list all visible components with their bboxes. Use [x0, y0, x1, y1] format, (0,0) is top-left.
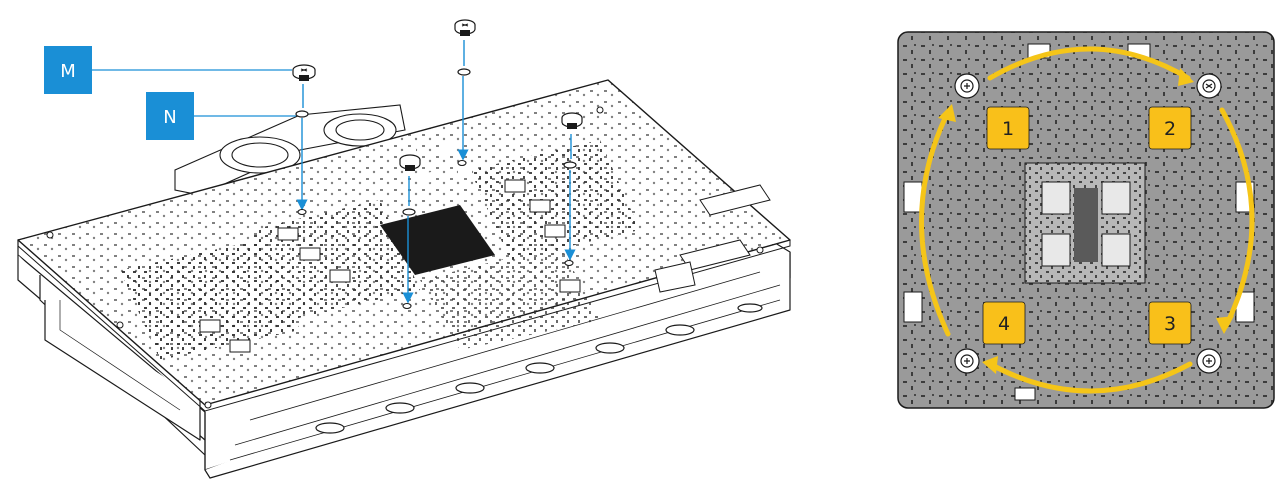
washer-icon — [563, 161, 577, 169]
gpu-assembly-illustration: M N — [17, 19, 791, 479]
step-3: 3 — [1148, 301, 1192, 345]
callout-m-label: M — [60, 61, 76, 82]
callout-n-box — [146, 92, 194, 140]
pcb-board — [17, 79, 791, 412]
mounting-hole-icon — [1196, 348, 1222, 374]
mounting-hole-icon — [402, 302, 412, 310]
washer-icon — [457, 68, 471, 76]
rear-structure — [174, 104, 406, 196]
screw-m — [292, 64, 316, 216]
washer-icon — [295, 110, 309, 118]
step-1: 1 — [986, 106, 1030, 150]
callout-m: M — [44, 46, 292, 94]
screw-right — [561, 112, 583, 267]
mounting-hole-icon — [954, 73, 980, 99]
screw-icon — [454, 19, 476, 36]
callout-n: N — [146, 92, 296, 140]
screw-center — [399, 154, 421, 310]
mounting-hole-icon — [297, 208, 307, 216]
screw-top — [454, 19, 476, 167]
screw-icon — [399, 154, 421, 171]
step-4: 4 — [982, 301, 1026, 345]
mounting-hole-icon — [564, 259, 574, 267]
callout-m-box — [44, 46, 92, 94]
mounting-hole-icon — [1196, 73, 1222, 99]
callout-n-label: N — [163, 107, 176, 128]
screw-icon — [561, 112, 583, 129]
tightening-sequence-diagram: 1 2 3 4 — [897, 31, 1275, 409]
step-2: 2 — [1148, 106, 1192, 150]
step-2-label: 2 — [1164, 118, 1176, 140]
mounting-holes-topview — [954, 73, 1222, 374]
step-1-label: 1 — [1002, 118, 1014, 140]
gpu-die-topview — [1024, 162, 1146, 284]
step-3-label: 3 — [1164, 313, 1176, 335]
curved-arrow-icon — [919, 46, 1255, 394]
mounting-hole-icon — [954, 348, 980, 374]
washer-icon — [402, 208, 416, 216]
screw-icon — [292, 64, 316, 81]
arrowheads — [938, 68, 1234, 374]
step-4-label: 4 — [998, 313, 1010, 335]
mounting-hole-icon — [457, 159, 467, 167]
